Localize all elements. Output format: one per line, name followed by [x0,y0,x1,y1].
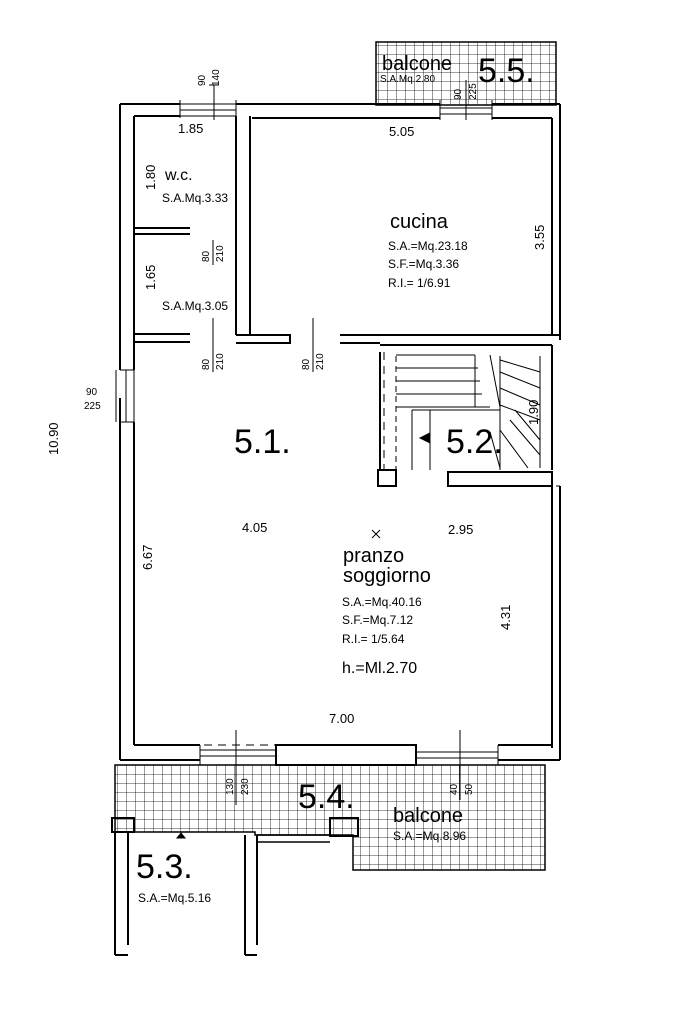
living-right-depth-dim: 4.31 [498,605,513,630]
wc-depth-dim: 1.80 [143,165,158,190]
balcony-bottom-number: 5.4. [298,778,355,816]
wc2-door-width: 80 [201,358,212,370]
balcony-top-name: balcone [382,53,452,75]
kitchen-name: cucina [390,211,449,233]
balcony-top-area-label: S.A.Mq.2.80 [380,74,435,85]
balcony-door-width: 90 [453,88,464,100]
side-window-width: 90 [86,387,98,398]
balcony-top-number: 5.5. [478,52,535,90]
living-name-line1: pranzo [343,545,404,567]
wc2-area: S.A.Mq.3.05 [162,299,228,313]
bottom-window-height: 50 [464,783,475,795]
balcony-bottom-area-label: S.A.=Mq.8.96 [393,829,466,843]
bottom-door-width: 130 [225,778,236,795]
bottom-window-width: 40 [449,783,460,795]
bottom-door-height: 230 [240,778,251,795]
dimension-ticks [175,80,467,839]
wc2-depth-dim: 1.65 [143,265,158,290]
balcony-bottom-name: balcone [393,805,463,827]
living-name-line2: soggiorno [343,565,431,587]
wc-area: S.A.Mq.3.33 [162,191,228,205]
stair-depth-dim: 1.90 [526,400,541,425]
living-zone-number: 5.1. [234,423,291,461]
wc2-door-height: 210 [215,353,226,370]
living-sf: S.F.=Mq.7.12 [342,613,413,627]
kitchen-door-width: 80 [301,358,312,370]
top-window-height: 140 [211,69,222,86]
wc-door-width: 80 [201,250,212,262]
walls [111,103,561,956]
kitchen-width-dim: 5.05 [389,124,414,139]
living-left-depth-dim: 6.67 [140,545,155,570]
dashed-lines [134,352,560,746]
staircase [395,354,541,470]
living-ri: R.I.= 1/5.64 [342,632,405,646]
side-window-height: 225 [84,401,101,412]
wc-width-dim: 1.85 [178,121,203,136]
balcony-door-height: 225 [468,83,479,100]
kitchen-depth-dim: 3.55 [532,225,547,250]
wc-door-height: 210 [215,245,226,262]
entrance-area: S.A.=Mq.5.16 [138,891,211,905]
living-height: h.=Ml.2.70 [342,660,417,677]
living-left-width-dim: 4.05 [242,520,267,535]
living-width-dim: 7.00 [329,711,354,726]
living-right-width-dim: 2.95 [448,522,473,537]
kitchen-sf: S.F.=Mq.3.36 [388,257,459,271]
top-window-width: 90 [197,74,208,86]
living-sa: S.A.=Mq.40.16 [342,595,422,609]
stair-number: 5.2. [446,423,503,461]
window-lines [115,100,499,765]
entrance-number: 5.3. [136,848,193,886]
wc-name: w.c. [164,167,193,184]
overall-height-dim: 10.90 [46,422,61,455]
kitchen-door-height: 210 [315,353,326,370]
kitchen-sa: S.A.=Mq.23.18 [388,239,468,253]
kitchen-ri: R.I.= 1/6.91 [388,276,451,290]
